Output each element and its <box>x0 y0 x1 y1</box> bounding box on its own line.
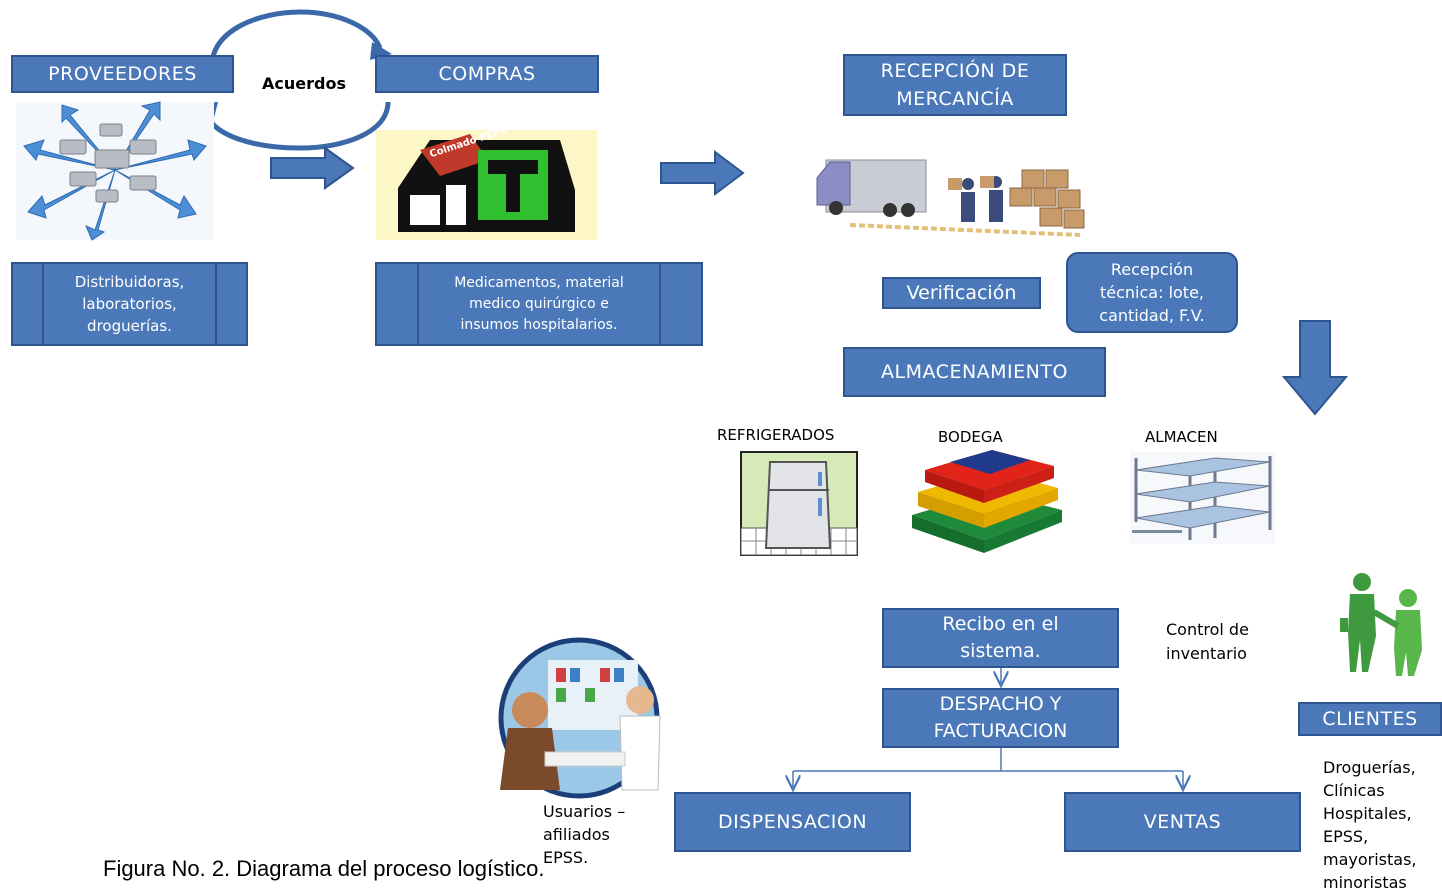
proveedores-box: PROVEEDORES <box>11 55 234 93</box>
refrigerator-icon <box>740 451 858 556</box>
dispensacion-box: DISPENSACION <box>674 792 911 852</box>
block-arrow-down <box>1281 320 1349 416</box>
refrigerados-label: REFRIGERADOS <box>717 426 835 444</box>
acuerdos-label: Acuerdos <box>262 74 346 93</box>
verificacion-box: Verificación <box>882 277 1041 309</box>
almacenamiento-box: ALMACENAMIENTO <box>843 347 1106 397</box>
block-arrow-1 <box>270 146 355 190</box>
trucks-network-icon <box>16 101 214 241</box>
proveedores-desc-box: Distribuidoras, laboratorios, droguerías… <box>11 262 248 346</box>
figure-caption: Figura No. 2. Diagrama del proceso logís… <box>103 856 545 881</box>
usuarios-label: Usuarios – afiliados EPSS. <box>543 802 626 867</box>
recepcion-tecnica-box: Recepción técnica: lote, cantidad, F.V. <box>1066 252 1238 333</box>
handshake-people-icon <box>1340 573 1422 676</box>
clientes-desc: Droguerías, Clínicas Hospitales, EPSS, m… <box>1323 758 1417 892</box>
compras-desc-box: Medicamentos, material medico quirúrgico… <box>375 262 703 346</box>
pharmacy-photo-icon <box>498 637 661 799</box>
almacen-label: ALMACEN <box>1145 428 1218 446</box>
store-icon <box>376 130 597 240</box>
compras-box: COMPRAS <box>375 55 599 93</box>
despacho-box: DESPACHO Y FACTURACION <box>882 688 1119 748</box>
clientes-box: CLIENTES <box>1298 702 1442 736</box>
control-inventario-label: Control de inventario <box>1166 620 1249 663</box>
compras-desc: Medicamentos, material medico quirúrgico… <box>454 274 624 333</box>
proveedores-desc: Distribuidoras, laboratorios, droguerías… <box>74 273 185 335</box>
pallets-icon <box>912 450 1062 553</box>
delivery-truck-icon <box>816 159 1085 237</box>
ventas-box: VENTAS <box>1064 792 1301 852</box>
recibo-box: Recibo en el sistema. <box>882 608 1119 668</box>
block-arrow-2 <box>660 150 745 196</box>
connector-split <box>793 748 1183 790</box>
shelving-icon <box>1130 452 1275 544</box>
bodega-label: BODEGA <box>938 428 1003 446</box>
recepcion-box: RECEPCIÓN DE MERCANCÍA <box>843 54 1067 116</box>
